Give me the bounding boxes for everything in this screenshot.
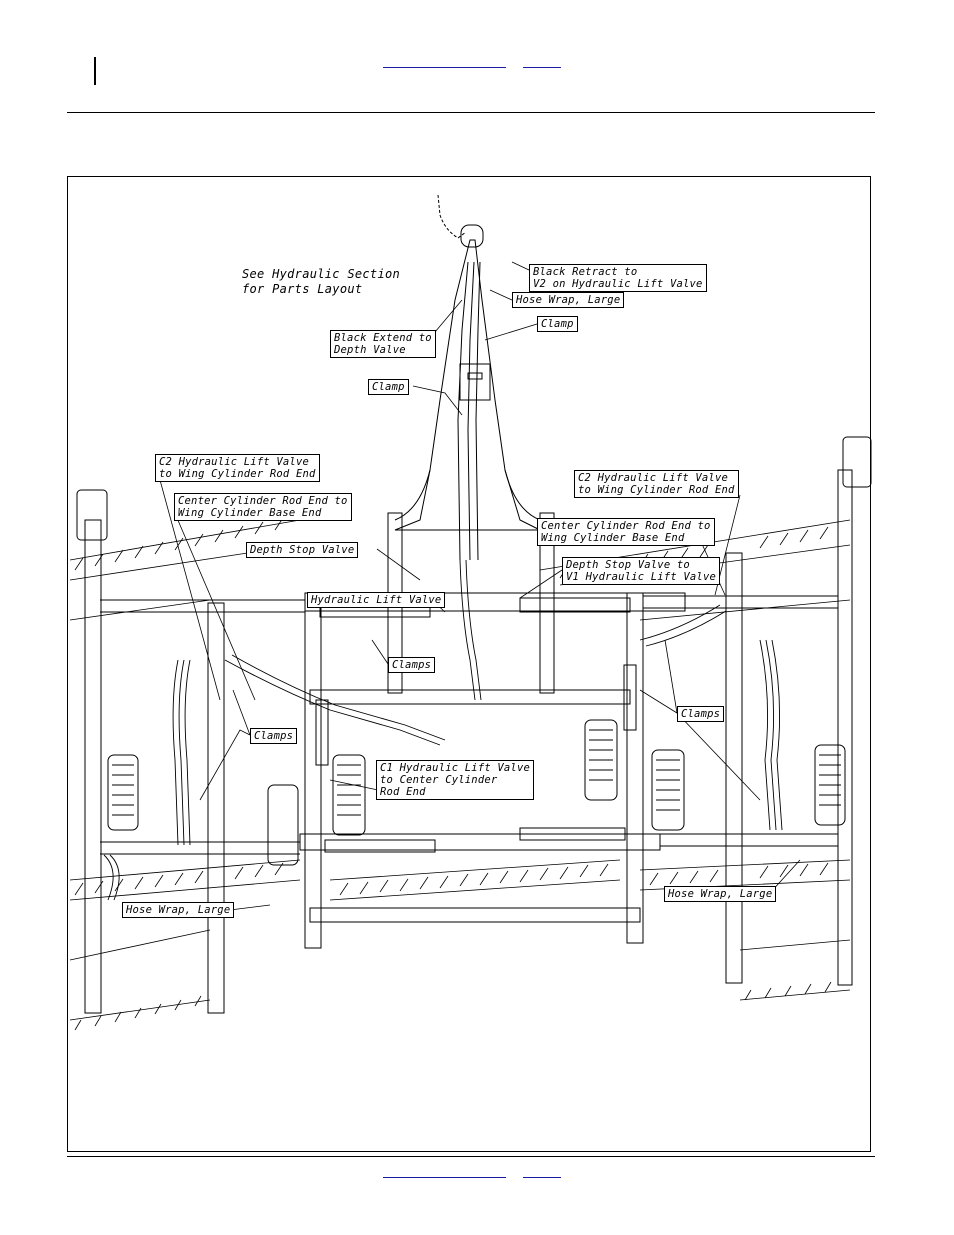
frame-post-left	[207, 602, 225, 1014]
hose-runs	[103, 559, 783, 901]
footer-rule	[67, 1156, 875, 1157]
label-clamps-center: Clamps	[388, 657, 436, 673]
hitch-flare-left	[394, 469, 431, 521]
header-vertical-bar	[94, 57, 96, 85]
frame-post-right	[725, 552, 743, 984]
vertical-cylinder-left	[315, 699, 329, 766]
hitch-eye	[460, 224, 484, 248]
leader-lines	[159, 261, 801, 911]
frame-post-3	[539, 512, 555, 694]
lift-cylinder-right	[519, 597, 631, 613]
label-hose-wrap-right: Hose Wrap, Large	[664, 886, 777, 902]
right-wing-beam-lower	[660, 833, 838, 847]
header-link-left[interactable]	[383, 67, 506, 68]
label-c2-right: C2 Hydraulic Lift Valve to Wing Cylinder…	[574, 470, 739, 498]
vertical-cylinder-right	[623, 664, 637, 731]
footer-link-left[interactable]	[383, 1177, 506, 1178]
center-frame-lower-beam	[299, 833, 661, 851]
left-wing-beam-lower	[100, 841, 300, 855]
frame-post-1	[304, 592, 322, 949]
label-black-extend: Black Extend to Depth Valve	[330, 330, 436, 358]
footer-link-right[interactable]	[523, 1177, 561, 1178]
left-marker-housing	[76, 489, 108, 541]
lower-cylinder-left	[324, 839, 436, 853]
frame-post-left-outer	[84, 519, 102, 1014]
figure-frame	[67, 176, 871, 1152]
label-hose-wrap-top: Hose Wrap, Large	[512, 292, 625, 308]
label-center-rod-right: Center Cylinder Rod End to Wing Cylinder…	[537, 518, 715, 546]
wheels	[107, 719, 846, 866]
frame-post-right-outer	[837, 469, 853, 986]
label-hose-wrap-left: Hose Wrap, Large	[122, 902, 235, 918]
hitch-flare-right	[504, 469, 541, 521]
label-center-rod-left: Center Cylinder Rod End to Wing Cylinder…	[174, 493, 352, 521]
label-c2-left: C2 Hydraulic Lift Valve to Wing Cylinder…	[155, 454, 320, 482]
hitch-tongue	[394, 239, 541, 531]
see-hydraulic-note: See Hydraulic Section for Parts Layout	[242, 267, 401, 296]
label-hydraulic-lift-valve: Hydraulic Lift Valve	[307, 592, 446, 608]
right-wing-beam-upper	[643, 595, 838, 609]
header-rule	[67, 112, 875, 113]
label-c1-lift: C1 Hydraulic Lift Valve to Center Cylind…	[376, 760, 534, 800]
lower-cylinder-right	[519, 827, 626, 841]
center-frame-mid-beam	[309, 689, 631, 705]
label-clamps-left: Clamps	[250, 728, 298, 744]
header-link-right[interactable]	[523, 67, 561, 68]
safety-chain	[437, 194, 467, 239]
right-marker-housing	[842, 436, 872, 488]
center-frame-rear-beam	[309, 907, 641, 923]
valve-box	[459, 363, 491, 401]
label-black-retract: Black Retract to V2 on Hydraulic Lift Va…	[529, 264, 707, 292]
label-depth-stop-to-v1: Depth Stop Valve to V1 Hydraulic Lift Va…	[562, 557, 720, 585]
label-clamp-top: Clamp	[537, 316, 578, 332]
frame-post-4	[626, 592, 644, 944]
left-wing-beam-upper	[100, 599, 305, 613]
label-depth-stop-valve: Depth Stop Valve	[246, 542, 359, 558]
label-clamps-right: Clamps	[677, 706, 725, 722]
label-clamp-mid: Clamp	[368, 379, 409, 395]
hose-bundle-tongue	[457, 261, 481, 561]
